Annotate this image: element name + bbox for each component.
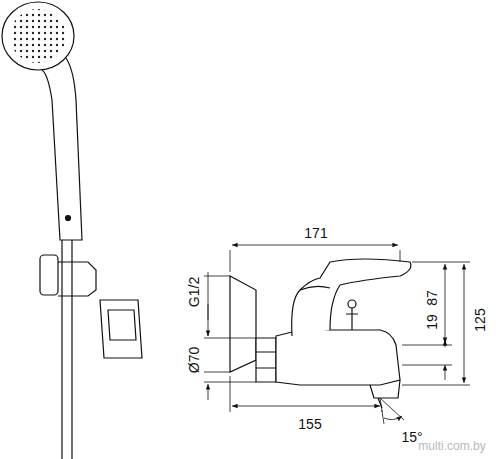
dimension-value: 87	[424, 288, 440, 308]
diameter-value: Ø70	[186, 345, 202, 375]
watermark: multi.com.by	[416, 439, 487, 453]
dimension-value: 171	[302, 225, 329, 241]
hand-shower	[2, 2, 142, 459]
thread-size: G1/2	[186, 275, 202, 309]
bath-mixer	[230, 259, 411, 408]
dimension-value: 19	[424, 312, 440, 332]
dimension-lines	[204, 245, 470, 424]
dimension-value: 155	[296, 416, 323, 432]
dimension-value: 125	[472, 306, 488, 333]
